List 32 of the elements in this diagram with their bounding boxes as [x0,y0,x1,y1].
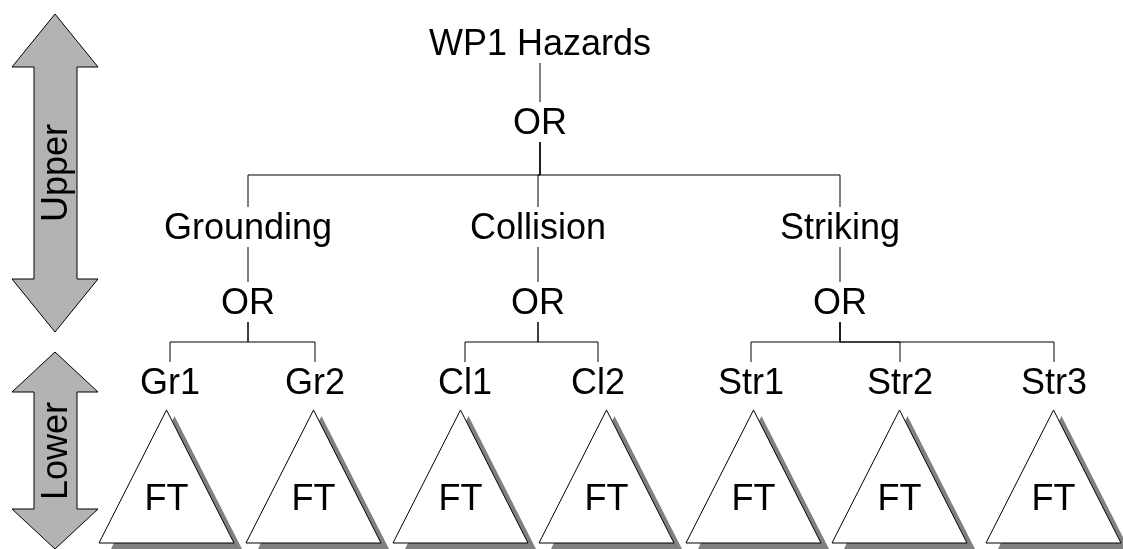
triangle-label: FT [730,480,777,516]
event-label: Striking [770,207,910,247]
event-label: OR [218,282,278,322]
event-label: Cl2 [565,362,631,402]
level-label: Lower [37,401,73,500]
connector-line [537,246,539,283]
triangle-label: FT [583,480,630,516]
connector-line [839,321,1055,363]
connector-line [247,321,316,363]
event-label: Str3 [1016,362,1092,402]
event-label: WP1 Hazards [425,23,655,63]
connector-line [539,141,841,208]
triangle-label: FT [143,480,190,516]
connector-line [539,62,541,103]
event-label: OR [810,282,870,322]
triangle-label: FT [290,480,337,516]
triangle-label: FT [1030,480,1077,516]
triangle-label: FT [437,480,484,516]
event-label: Cl1 [432,362,498,402]
triangle-label: FT [876,480,923,516]
connector-line [839,246,841,283]
event-label: Grounding [155,207,341,247]
connector-line [537,321,599,363]
event-label: Str1 [713,362,789,402]
event-label: OR [510,102,570,142]
event-label: Str2 [862,362,938,402]
event-label: Gr1 [137,362,203,402]
level-label: Upper [37,123,73,223]
event-label: Collision [458,207,618,247]
event-label: Gr2 [282,362,348,402]
connector-line [247,246,249,283]
event-label: OR [508,282,568,322]
